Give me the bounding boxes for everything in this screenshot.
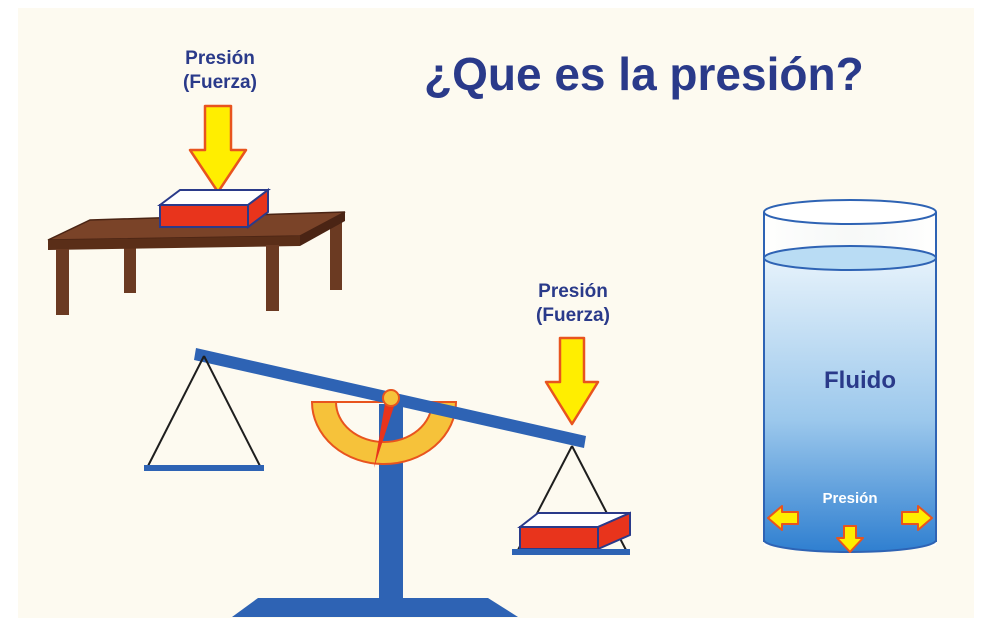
table-edge — [48, 236, 300, 250]
balance-pressure-label-line1: Presión — [538, 281, 608, 302]
left-pan-string — [147, 355, 205, 467]
pressure-right-arrow-icon — [901, 505, 933, 531]
table-scene: Presión (Fuerza) — [47, 48, 346, 315]
balance-base — [232, 598, 518, 617]
balance-pressure-label-line2: (Fuerza) — [536, 305, 610, 326]
pressure-down-arrow-icon — [836, 525, 864, 553]
page-title: ¿Que es la presión? — [424, 48, 864, 100]
table-block-front — [159, 204, 249, 228]
left-pan — [144, 465, 264, 471]
balance-pivot — [382, 389, 400, 407]
table-pressure-label-line2: (Fuerza) — [183, 72, 257, 93]
fluid-label: Fluido — [824, 367, 896, 394]
table-pressure-label-line1: Presión — [185, 48, 255, 69]
left-pan-string — [203, 355, 261, 467]
fluid-scene: Fluido Presión — [763, 199, 937, 553]
glass-rim — [763, 199, 937, 225]
fluid-pressure-label: Presión — [822, 490, 877, 507]
table-edge-side — [300, 212, 345, 246]
pressure-left-arrow-icon — [767, 505, 799, 531]
pan-block-side — [597, 511, 631, 551]
table-block-side — [247, 188, 269, 229]
right-pan — [512, 549, 630, 555]
balance-scene: Presión (Fuerza) — [144, 281, 631, 617]
table-down-arrow-icon — [188, 104, 248, 194]
fluid-water — [764, 258, 936, 552]
balance-down-arrow-icon — [544, 336, 600, 426]
table-leg — [330, 222, 342, 290]
pan-block-front — [519, 526, 599, 550]
table-leg — [124, 245, 136, 293]
balance-needle — [374, 398, 396, 468]
table-leg — [56, 249, 69, 315]
balance-dial — [310, 401, 458, 465]
table-leg — [266, 245, 279, 311]
fluid-surface — [763, 245, 937, 271]
